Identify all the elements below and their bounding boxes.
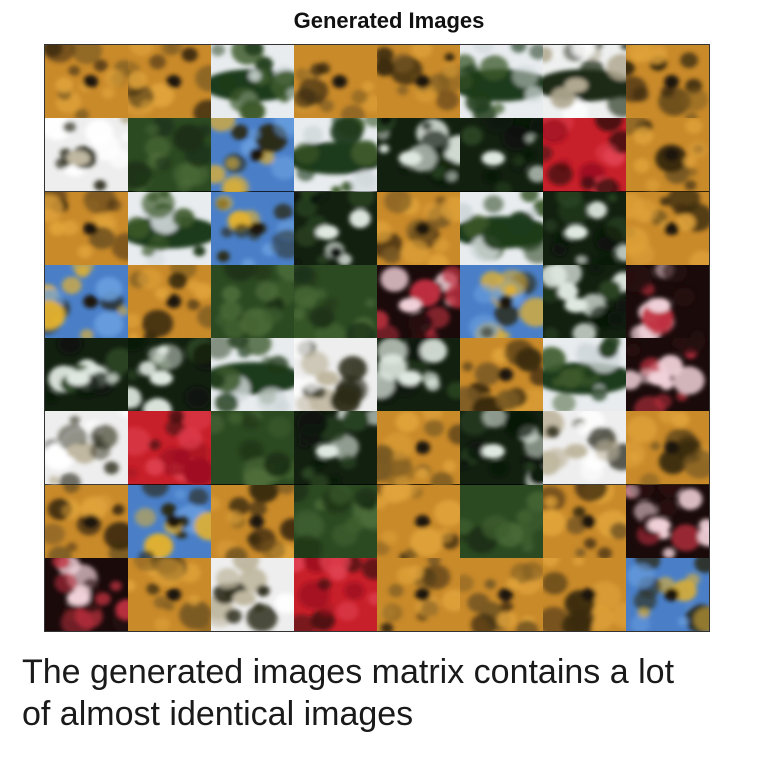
generated-image-tile	[626, 338, 709, 412]
generated-image-tile	[460, 118, 543, 192]
generated-image-tile	[45, 557, 128, 631]
generated-image-tile	[211, 118, 294, 192]
generated-image-tile	[45, 191, 128, 265]
generated-image-tile	[45, 118, 128, 192]
generated-image-tile	[211, 484, 294, 558]
generated-image-tile	[128, 45, 211, 119]
caption-line-2: of almost identical images	[22, 695, 414, 733]
generated-image-tile	[543, 338, 626, 412]
generated-image-tile	[543, 411, 626, 485]
generated-image-tile	[45, 484, 128, 558]
generated-image-tile	[211, 191, 294, 265]
generated-image-tile	[294, 264, 377, 338]
generated-image-tile	[626, 118, 709, 192]
generated-image-tile	[377, 191, 460, 265]
generated-image-tile	[294, 484, 377, 558]
generated-image-tile	[543, 118, 626, 192]
generated-image-tile	[128, 264, 211, 338]
generated-image-tile	[460, 338, 543, 412]
generated-image-tile	[626, 45, 709, 119]
generated-image-tile	[377, 411, 460, 485]
generated-image-tile	[460, 45, 543, 119]
generated-image-tile	[45, 45, 128, 119]
generated-image-tile	[128, 191, 211, 265]
generated-image-tile	[128, 118, 211, 192]
generated-image-tile	[128, 557, 211, 631]
generated-images-grid	[45, 45, 709, 631]
caption: The generated images matrix contains a l…	[22, 651, 772, 735]
generated-image-tile	[211, 45, 294, 119]
generated-image-tile	[294, 557, 377, 631]
generated-image-tile	[377, 484, 460, 558]
generated-image-tile	[45, 411, 128, 485]
generated-image-tile	[460, 264, 543, 338]
generated-image-tile	[377, 557, 460, 631]
generated-image-tile	[626, 411, 709, 485]
generated-image-tile	[626, 557, 709, 631]
generated-image-tile	[626, 484, 709, 558]
generated-image-tile	[377, 264, 460, 338]
generated-image-tile	[543, 484, 626, 558]
generated-image-tile	[211, 264, 294, 338]
generated-image-tile	[543, 191, 626, 265]
generated-image-tile	[128, 338, 211, 412]
generated-image-tile	[294, 45, 377, 119]
generated-image-tile	[460, 557, 543, 631]
generated-image-tile	[543, 45, 626, 119]
generated-image-tile	[294, 118, 377, 192]
generated-image-tile	[294, 191, 377, 265]
generated-image-tile	[460, 191, 543, 265]
generated-image-tile	[211, 557, 294, 631]
generated-image-tile	[377, 338, 460, 412]
generated-image-tile	[294, 338, 377, 412]
generated-image-tile	[45, 264, 128, 338]
caption-line-1: The generated images matrix contains a l…	[22, 653, 675, 691]
generated-image-tile	[377, 118, 460, 192]
generated-image-tile	[377, 45, 460, 119]
figure-title: Generated Images	[293, 8, 485, 33]
generated-image-tile	[128, 484, 211, 558]
generated-image-tile	[543, 557, 626, 631]
generated-image-tile	[626, 191, 709, 265]
generated-image-tile	[460, 484, 543, 558]
generated-image-tile	[543, 264, 626, 338]
generated-image-tile	[211, 338, 294, 412]
generated-image-tile	[45, 338, 128, 412]
image-grid-frame	[44, 44, 710, 632]
generated-image-tile	[294, 411, 377, 485]
generated-image-tile	[460, 411, 543, 485]
generated-image-tile	[626, 264, 709, 338]
generated-image-tile	[211, 411, 294, 485]
generated-image-tile	[128, 411, 211, 485]
